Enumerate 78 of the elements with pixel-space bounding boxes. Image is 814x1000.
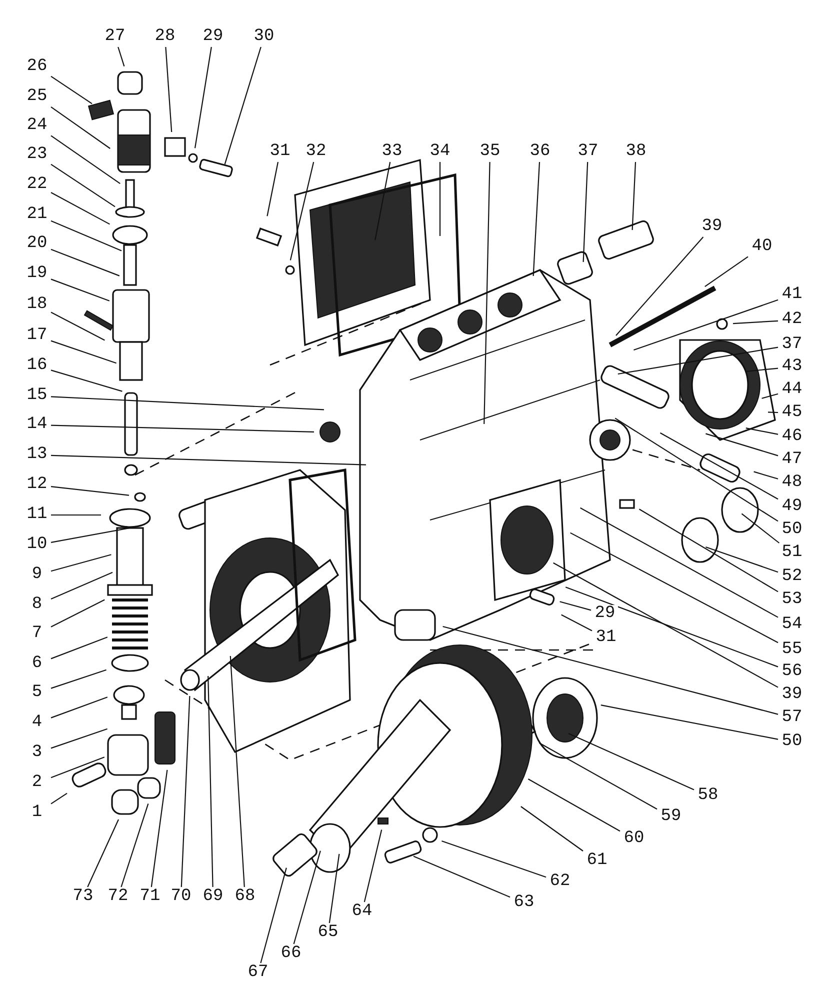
leader-line (50, 278, 110, 302)
leader-line (50, 424, 314, 432)
leader-line (50, 76, 92, 104)
leader-line (50, 669, 106, 689)
leader-line (50, 696, 108, 718)
leader-line (266, 162, 279, 216)
leader-line (50, 164, 116, 208)
leader-line (50, 554, 112, 572)
leader-line (570, 532, 778, 644)
leader-line (618, 346, 778, 375)
leader-line (706, 433, 778, 456)
leader-line (374, 162, 391, 240)
leader-line (660, 432, 778, 500)
leader-line (150, 770, 168, 888)
leader-line (532, 162, 540, 276)
leader-line (50, 106, 110, 149)
leader-line (50, 370, 122, 392)
leader-line (538, 742, 658, 810)
leader-line (413, 856, 510, 898)
leader-line (568, 733, 694, 790)
leader-line (528, 778, 620, 832)
leader-line (50, 340, 116, 364)
leader-line (50, 756, 105, 778)
leader-line (50, 528, 130, 543)
leader-line (582, 162, 588, 262)
leader-line (165, 46, 172, 132)
leader-line (50, 486, 130, 496)
leader-line (50, 599, 105, 628)
leader-line (224, 46, 262, 164)
leader-line (520, 806, 584, 852)
leader-line (328, 854, 340, 924)
leader-line (364, 830, 382, 902)
leader-line (561, 614, 592, 632)
leader-line (87, 819, 119, 888)
leader-line (565, 586, 778, 668)
leader-line (290, 162, 314, 260)
leader-line (560, 601, 592, 611)
leader-line (439, 162, 441, 236)
leader-line (762, 393, 778, 399)
leader-line (50, 396, 324, 410)
leader-line (746, 368, 778, 372)
leader-line (442, 626, 778, 715)
leader-line (768, 412, 778, 414)
leader-line (50, 135, 120, 184)
leader-line (50, 220, 122, 252)
leader-line (754, 471, 778, 480)
leader-line (194, 46, 212, 148)
leader-line (180, 696, 190, 888)
leader-line (553, 562, 778, 688)
leader-line (600, 704, 778, 740)
leader-line (118, 46, 125, 66)
leader-line (51, 514, 101, 516)
leader-line (614, 418, 778, 522)
leader-line (616, 236, 704, 336)
leader-line (638, 508, 778, 592)
leader-line (50, 572, 113, 600)
leader-line (260, 868, 287, 964)
leader-line (634, 299, 778, 351)
leader-line (704, 256, 748, 288)
leader-line (50, 454, 366, 466)
leader-line (230, 656, 245, 888)
leader-line (632, 162, 636, 230)
leader-line (741, 513, 780, 544)
leader-line (706, 546, 778, 573)
leader-line (50, 312, 105, 341)
leader-line (580, 507, 778, 618)
leader-line (442, 840, 546, 878)
leader-line (293, 850, 321, 944)
leader-line (50, 248, 120, 276)
leader-line (50, 192, 110, 225)
leader-line (746, 428, 778, 435)
leader-line (50, 636, 108, 660)
leader-line (50, 792, 68, 804)
leader-line (732, 320, 778, 324)
leader-line (50, 728, 108, 749)
leader-line (120, 804, 149, 888)
leader-line (208, 676, 214, 888)
leader-line (484, 162, 490, 424)
